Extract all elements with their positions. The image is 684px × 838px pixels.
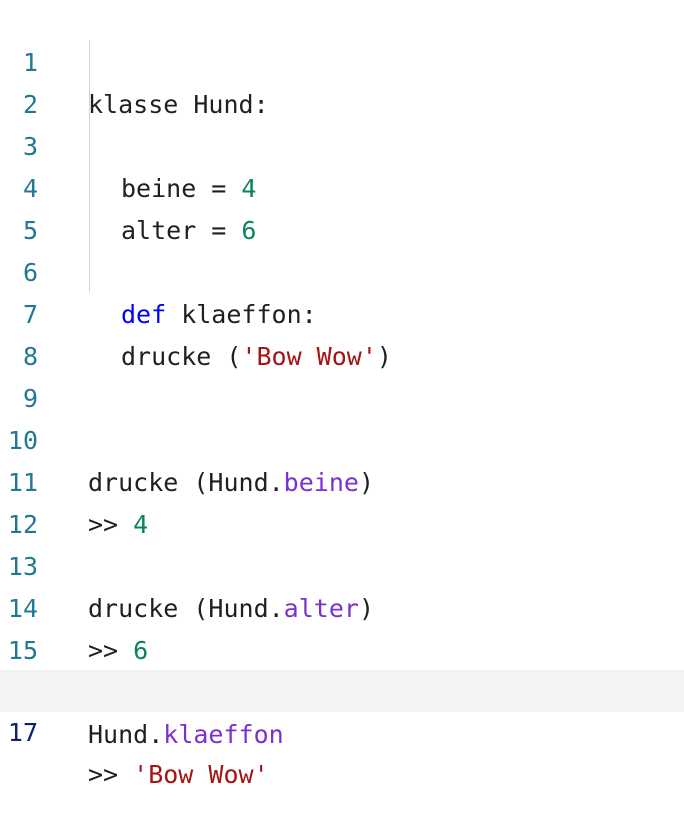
line-number: 2 <box>22 90 38 119</box>
line-number: 13 <box>7 552 38 581</box>
attribute-name: alter <box>283 594 359 623</box>
code-line-8[interactable]: 8 <box>0 294 684 371</box>
code-line-3[interactable]: 3 beine = 4 <box>0 84 684 203</box>
code-line-13[interactable]: 13 drucke (Hund.alter) <box>0 504 684 623</box>
code-line-15[interactable]: 15 <box>0 588 684 665</box>
line-number: 1 <box>22 48 38 77</box>
code-line-14[interactable]: 14 >> 6 <box>0 546 684 665</box>
line-number: 5 <box>22 216 38 245</box>
code-text[interactable]: >> 'Bow Wow' <box>88 760 269 789</box>
code-editor[interactable]: 1 klasse Hund: 2 3 beine = 4 4 alter = 6… <box>0 0 684 789</box>
code-text[interactable]: alter = 6 <box>121 216 257 245</box>
indent-guide <box>89 40 90 292</box>
line-number: 3 <box>22 132 38 161</box>
code-line-4[interactable]: 4 alter = 6 <box>0 126 684 245</box>
string-literal: 'Bow Wow' <box>133 760 269 789</box>
line-number: 8 <box>22 342 38 371</box>
line-number: 14 <box>7 594 38 623</box>
code-text[interactable]: beine = 4 <box>121 174 257 203</box>
line-number-active: 17 <box>7 718 38 747</box>
line-number: 7 <box>22 300 38 329</box>
code-text[interactable]: def klaeffon: <box>121 300 317 329</box>
line-number: 4 <box>22 174 38 203</box>
code-line-9[interactable]: 9 <box>0 336 684 413</box>
code-line-7[interactable]: 7 drucke ('Bow Wow') <box>0 252 684 371</box>
line-number: 11 <box>7 468 38 497</box>
code-line-6[interactable]: 6 def klaeffon: <box>0 210 684 329</box>
code-line-12[interactable]: 12 <box>0 462 684 539</box>
code-line-10[interactable]: 10 drucke (Hund.beine) <box>0 378 684 497</box>
code-line-2[interactable]: 2 <box>0 42 684 119</box>
string-literal: 'Bow Wow' <box>241 342 377 371</box>
code-line-5[interactable]: 5 <box>0 168 684 245</box>
line-number: 6 <box>22 258 38 287</box>
attribute-name: beine <box>283 468 359 497</box>
code-text[interactable]: drucke ('Bow Wow') <box>121 342 392 371</box>
code-text[interactable]: >> 6 <box>88 636 149 665</box>
line-number: 10 <box>7 426 38 455</box>
number-literal: 6 <box>241 216 257 245</box>
attribute-name: klaeffon <box>163 720 284 749</box>
code-line-11[interactable]: 11 >> 4 <box>0 420 684 539</box>
number-literal: 6 <box>133 636 149 665</box>
code-text[interactable]: klasse Hund: <box>88 90 269 119</box>
line-number: 15 <box>7 636 38 665</box>
code-text[interactable]: >> 4 <box>88 510 149 539</box>
code-text[interactable]: drucke (Hund.beine) <box>88 468 374 497</box>
line-number: 9 <box>22 384 38 413</box>
code-line-16[interactable]: 16 Hund.klaeffon <box>0 630 684 749</box>
keyword: def <box>121 300 167 329</box>
code-line-1[interactable]: 1 klasse Hund: <box>0 0 684 119</box>
code-text[interactable]: Hund.klaeffon <box>88 720 284 749</box>
code-line-17[interactable]: 17 >> 'Bow Wow' <box>0 670 684 789</box>
number-literal: 4 <box>133 510 149 539</box>
line-number: 12 <box>7 510 38 539</box>
code-text[interactable]: drucke (Hund.alter) <box>88 594 374 623</box>
number-literal: 4 <box>241 174 257 203</box>
